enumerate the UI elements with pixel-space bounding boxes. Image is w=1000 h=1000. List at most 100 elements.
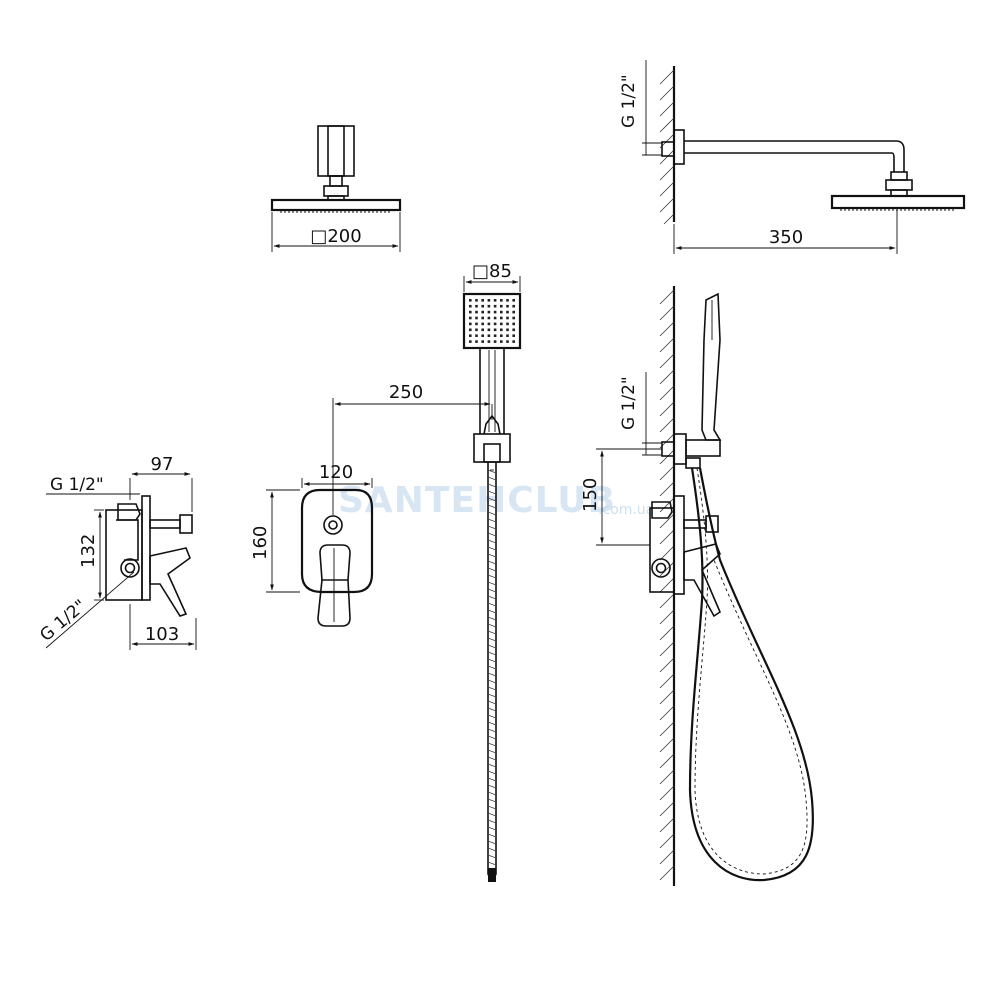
hatch-line (659, 833, 675, 849)
nozzle-dot (500, 304, 503, 308)
hatch-line (659, 817, 675, 833)
hand-shower-front-view: □85 (462, 261, 522, 882)
diverter-knob (323, 515, 343, 535)
hose-rib (487, 791, 497, 796)
hatch-line (659, 705, 675, 721)
nozzle-dot (481, 304, 484, 308)
hose-rib (487, 623, 497, 628)
hose-rib (487, 679, 497, 684)
hose-rib (487, 581, 497, 586)
nozzle-dot (493, 310, 497, 314)
mixer-lever-base (319, 544, 351, 581)
nozzle-dot (469, 328, 472, 332)
mixer-side-view: 97 G 1/2" 132 G 1/2" 103 (36, 454, 197, 650)
nozzle-dot (481, 328, 484, 332)
nozzle-dot (481, 334, 484, 337)
hose-rib (487, 602, 497, 607)
nozzle-dot (512, 334, 515, 337)
hose-rib (487, 721, 497, 726)
nozzle-dot (512, 328, 515, 332)
hatch-line (659, 689, 675, 705)
hose-rib (487, 483, 497, 488)
hose-rib (487, 833, 497, 838)
nozzle-dot (512, 299, 515, 302)
overhead-shower-head-side (830, 194, 966, 210)
hose-rib (487, 525, 497, 530)
dim-plate-height: 160 (250, 526, 271, 560)
hose-rib (487, 742, 497, 747)
nozzle-dot (475, 340, 478, 343)
nozzle-dot (500, 299, 503, 302)
hose-rib (487, 805, 497, 810)
hose-rib (487, 756, 497, 761)
hand-shower-nozzles (469, 299, 515, 343)
nozzle-dot (475, 299, 478, 302)
hatch-line (659, 369, 675, 385)
hose-rib (487, 469, 497, 474)
inlet-bottom (120, 558, 140, 578)
nozzle-dot (475, 316, 478, 320)
hand-shower-side (701, 292, 722, 441)
hose-rib (487, 574, 497, 579)
dim-outlet-thread: G 1/2" (619, 376, 639, 430)
dim-mixer-depth-top: 97 (151, 454, 174, 475)
shower-hose (487, 462, 497, 880)
dim-overhead-thread: G 1/2" (619, 74, 639, 128)
hatch-line (659, 657, 675, 673)
dim-plate-width: 120 (319, 462, 353, 483)
hose-rib (487, 490, 497, 495)
hose-rib (487, 665, 497, 670)
hose-rib (487, 532, 497, 537)
hose-rib (487, 560, 497, 565)
hose-rib (487, 518, 497, 523)
nozzle-dot (493, 328, 497, 332)
hose-rib (487, 476, 497, 481)
hose-rib (487, 826, 497, 831)
nozzle-dot (487, 299, 491, 302)
hatch-line (659, 593, 675, 609)
hatch-line (659, 385, 675, 401)
hose-rib (487, 616, 497, 621)
hose-rib (487, 504, 497, 509)
hatch-line (659, 785, 675, 801)
hatch-line (659, 337, 675, 353)
hatch-line (659, 529, 675, 545)
hatch-line (659, 449, 675, 465)
nozzle-dot (493, 304, 497, 308)
hose-rib (487, 644, 497, 649)
nozzle-dot (506, 328, 509, 332)
watermark: SANTEHCLUB .com.ua (338, 480, 654, 521)
dim-mixer-height: 132 (78, 534, 99, 568)
hose-rib (487, 686, 497, 691)
overhead-shower-front-view: □200 (270, 125, 402, 252)
hose-rib (487, 630, 497, 635)
nozzle-dot (512, 322, 515, 326)
hose-rib (487, 672, 497, 677)
hose-rib (487, 637, 497, 642)
hose-rib (487, 714, 497, 719)
dim-hand-shower-size: □85 (472, 261, 512, 282)
hatch-line (659, 721, 675, 737)
hatch-line (659, 497, 675, 513)
nozzle-dot (506, 310, 509, 314)
nozzle-dot (475, 334, 478, 337)
nozzle-dot (493, 334, 497, 337)
diverter-knob-side (179, 514, 193, 534)
nozzle-dot (506, 304, 509, 308)
mixer-plate-edge (141, 495, 151, 601)
hose-rib (487, 595, 497, 600)
nozzle-dot (493, 299, 497, 302)
nozzle-dot (475, 322, 478, 326)
nozzle-dot (469, 299, 472, 302)
dim-outlet-height: 150 (580, 478, 601, 512)
nozzle-dot (506, 322, 509, 326)
mixer-body (105, 509, 143, 601)
hose-rib (487, 497, 497, 502)
nozzle-dot (506, 316, 509, 320)
dim-holder-offset: 250 (389, 382, 423, 403)
hose-rib (487, 770, 497, 775)
hatch-line (659, 641, 675, 657)
hose-rib (487, 819, 497, 824)
ceiling-flange (317, 125, 355, 177)
hatch-line (659, 609, 675, 625)
